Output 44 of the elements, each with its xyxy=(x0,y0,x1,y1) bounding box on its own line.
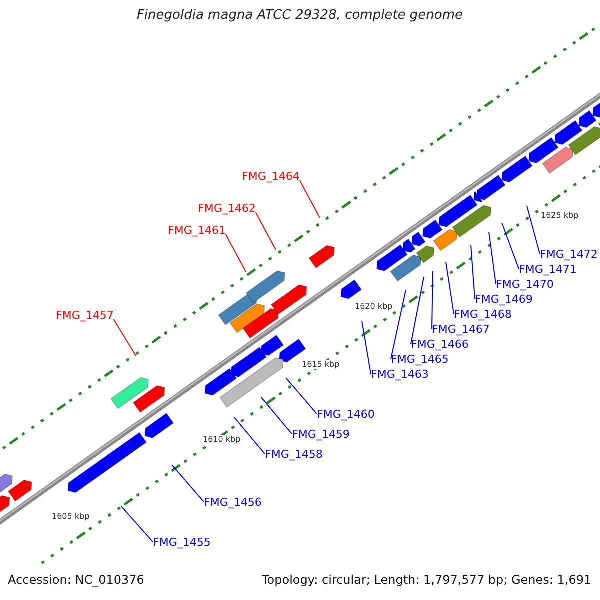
scale-label: 1615 kbp xyxy=(302,360,340,370)
leader-line xyxy=(502,222,520,270)
gene-label: FMG_1456 xyxy=(204,497,262,510)
scale-label: 1625 kbp xyxy=(541,211,579,220)
gene-label: FMG_1458 xyxy=(265,449,323,462)
leader-line xyxy=(255,212,276,250)
gene-label: FMG_1468 xyxy=(454,309,512,322)
gene-label: FMG_1465 xyxy=(391,354,449,367)
gene-label: FMG_1464 xyxy=(242,171,300,184)
gene-label: FMG_1470 xyxy=(496,279,554,292)
leader-line xyxy=(113,319,136,356)
leader-line xyxy=(526,206,540,255)
leader-line xyxy=(362,320,372,375)
leader-line xyxy=(299,180,320,218)
leader-line xyxy=(172,464,204,503)
gene-label: FMG_1471 xyxy=(519,264,577,277)
gene-label: FMG_1463 xyxy=(371,369,429,382)
leader-line xyxy=(225,234,246,272)
gene-label: FMG_1457 xyxy=(56,310,114,323)
leader-line xyxy=(432,270,434,330)
scale-label: 1620 kbp xyxy=(355,302,393,312)
leader-line xyxy=(470,244,476,300)
leader-line xyxy=(120,506,154,543)
scale-label: 1610 kbp xyxy=(203,435,241,444)
leader-line xyxy=(390,290,406,360)
leader-line xyxy=(286,378,318,415)
leader-line xyxy=(488,232,496,285)
gene-label: FMG_1469 xyxy=(475,294,533,307)
leader-line xyxy=(446,262,454,315)
gene-label: FMG_1472 xyxy=(540,249,598,262)
gene-label: FMG_1460 xyxy=(317,409,375,422)
gene-label: FMG_1455 xyxy=(153,537,211,550)
diagram-title: Finegoldia magna ATCC 29328, complete genome xyxy=(136,9,464,24)
leader-line xyxy=(234,416,266,455)
leader-line xyxy=(410,276,424,345)
gene-label: FMG_1466 xyxy=(411,339,469,352)
gene-label: FMG_1462 xyxy=(198,203,256,216)
leader-line xyxy=(260,396,292,435)
gene-label: FMG_1461 xyxy=(168,225,226,238)
scale-label: 1605 kbp xyxy=(52,512,90,522)
accession-text: Accession: NC_010376 xyxy=(8,574,144,588)
gene-label: FMG_1467 xyxy=(432,324,490,337)
gene-label: FMG_1459 xyxy=(292,429,350,442)
genome-summary-text: Topology: circular; Length: 1,797,577 bp; Genes: 1,691 xyxy=(262,574,592,588)
